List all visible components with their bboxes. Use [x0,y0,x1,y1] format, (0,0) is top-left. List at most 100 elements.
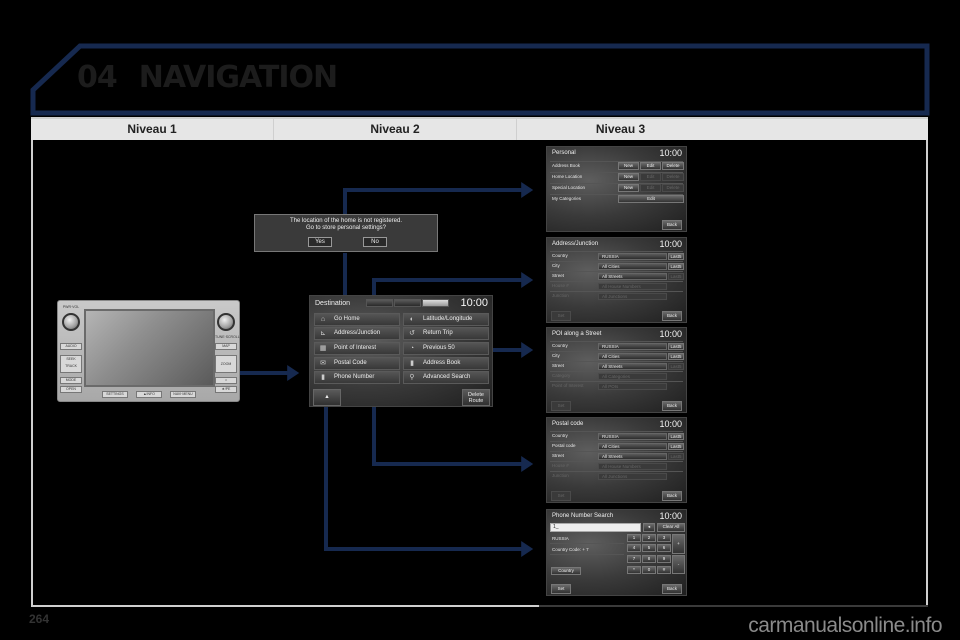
category-field[interactable]: All Categories [598,373,667,380]
menu-advanced-search[interactable]: ⚲Advanced Search [403,371,489,384]
my-categories-edit-button[interactable]: Edit [618,195,684,203]
city-field[interactable]: All Cities [598,353,667,360]
key-hash[interactable]: # [657,566,671,574]
key-7[interactable]: 7 [627,555,641,563]
key-9[interactable]: 9 [657,555,671,563]
country-field[interactable]: RUSSIA [598,253,667,260]
address-book-edit-button[interactable]: Edit [640,162,661,170]
country-last5-button[interactable]: Last5 [668,343,684,350]
seek-track-button[interactable]: SEEK TRACK [60,355,82,373]
key-plus[interactable]: + [672,534,685,554]
backspace-button[interactable]: ◂ [643,523,655,532]
house-number-field[interactable]: All House Numbers [598,463,667,470]
key-minus[interactable]: - [672,555,685,574]
clear-all-button[interactable]: Clear All [657,523,685,532]
open-button[interactable]: OPEN [60,386,82,393]
dialog-yes-button[interactable]: Yes [308,237,332,247]
key-4[interactable]: 4 [627,544,641,552]
menu-go-home[interactable]: ⌂Go Home [314,313,400,326]
favorite-button[interactable]: ★/PE [215,386,237,393]
head-unit-screen[interactable] [84,309,215,387]
set-button[interactable]: Set [551,491,571,501]
phone-number-input[interactable]: 1_ [550,523,641,532]
menu-address-junction[interactable]: ⊾Address/Junction [314,327,400,340]
home-button[interactable]: ⌂ [215,377,237,384]
info-button[interactable]: ▲INFO [136,391,162,398]
postal-code-field[interactable]: All Cities [598,443,667,450]
mode-button[interactable]: MODE [60,377,82,384]
settings-button[interactable]: SETTINGS [102,391,128,398]
menu-address-book[interactable]: ▮Address Book [403,357,489,370]
city-last5-button[interactable]: Last5 [668,353,684,360]
junction-field[interactable]: All Junctions [598,473,667,480]
street-field[interactable]: All Streets [598,453,667,460]
back-button[interactable]: Back [662,311,682,321]
zoom-button[interactable]: ZOOM [215,355,237,373]
map-button[interactable]: MAP [215,343,237,350]
street-field[interactable]: All Streets [598,273,667,280]
address-book-delete-button[interactable]: Delete [662,162,684,170]
tab-page-3[interactable] [422,299,449,307]
envelope-icon: ✉ [320,360,326,367]
key-0[interactable]: 0 [642,566,656,574]
special-location-new-button[interactable]: New [618,184,639,192]
poi-field[interactable]: All POIs [598,383,667,390]
home-location-new-button[interactable]: New [618,173,639,181]
country-button[interactable]: Country [551,567,581,575]
tab-page-1[interactable] [366,299,393,307]
junction-field[interactable]: All Junctions [598,293,667,300]
set-button[interactable]: Set [551,311,571,321]
country-last5-button[interactable]: Last5 [668,253,684,260]
back-button[interactable]: Back [662,584,682,594]
house-number-field[interactable]: All House Numbers [598,283,667,290]
key-8[interactable]: 8 [642,555,656,563]
navi-menu-button[interactable]: NAVI·MENU [170,391,196,398]
menu-point-of-interest[interactable]: ▦Point of Interest [314,342,400,355]
country-last5-button[interactable]: Last5 [668,433,684,440]
street-field[interactable]: All Streets [598,363,667,370]
back-button[interactable]: Back [662,401,682,411]
set-button[interactable]: Set [551,401,571,411]
special-location-delete-button[interactable]: Delete [662,184,684,192]
power-volume-knob[interactable] [62,313,80,331]
city-last5-button[interactable]: Last5 [668,263,684,270]
home-location-edit-button[interactable]: Edit [640,173,661,181]
set-button[interactable]: Set [551,584,571,594]
key-6[interactable]: 6 [657,544,671,552]
key-5[interactable]: 5 [642,544,656,552]
menu-postal-code[interactable]: ✉Postal Code [314,357,400,370]
key-3[interactable]: 3 [657,534,671,542]
key-star[interactable]: * [627,566,641,574]
menu-return-trip[interactable]: ↺Return Trip [403,327,489,340]
back-button[interactable]: Back [662,220,682,230]
menu-latitude-longitude[interactable]: ◐Latitude/Longitude [403,313,489,326]
menu-phone-number[interactable]: ▮Phone Number [314,371,400,384]
back-button[interactable]: Back [662,491,682,501]
key-1[interactable]: 1 [627,534,641,542]
country-field[interactable]: RUSSIA [598,343,667,350]
dialog-no-button[interactable]: No [363,237,387,247]
tab-page-2[interactable] [394,299,421,307]
tune-scroll-knob[interactable] [217,313,235,331]
country-code-value: Country Code: + 7 [550,545,624,555]
street-last5-button[interactable]: Last5 [668,363,684,370]
address-book-new-button[interactable]: New [618,162,639,170]
special-location-edit-button[interactable]: Edit [640,184,661,192]
menu-previous-50[interactable]: ◔Previous 50 [403,342,489,355]
street-last5-button[interactable]: Last5 [668,453,684,460]
postal-code-last5-button[interactable]: Last5 [668,443,684,450]
destination-title: Destination [315,300,351,307]
audio-button[interactable]: AUDIO [60,343,82,350]
scroll-up-button[interactable]: ▲ [313,389,341,406]
street-last5-button[interactable]: Last5 [668,273,684,280]
city-field[interactable]: All Cities [598,263,667,270]
country-field[interactable]: RUSSIA [598,433,667,440]
delete-route-line-1: Delete [468,392,484,398]
key-2[interactable]: 2 [642,534,656,542]
home-location-delete-button[interactable]: Delete [662,173,684,181]
